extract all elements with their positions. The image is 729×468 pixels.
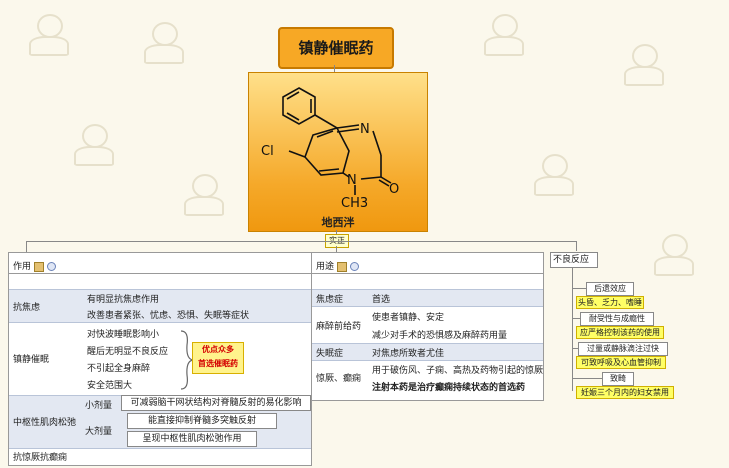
text-pre-1: 使患者镇静、安定 [372, 313, 445, 323]
adverse-item[interactable]: 后遗效应 [586, 282, 634, 296]
small-dose-label: 小剂量 [85, 401, 113, 411]
large-dose-text-1: 能直接抑制脊髓多突触反射 [127, 413, 277, 429]
sedation-item: 安全范围大 [87, 381, 133, 391]
atom-n4: N [360, 122, 370, 137]
cat-anxiety-use: 焦虑症 [316, 295, 344, 305]
row-insomnia [312, 343, 543, 361]
tag-icon[interactable] [337, 261, 348, 272]
watermark-mascot [15, 10, 79, 58]
atom-cl: Cl [261, 144, 274, 159]
adverse-link [572, 288, 586, 289]
text-pre-2: 减少对手术的恐惧感及麻醉药用量 [372, 331, 508, 341]
text-anxiety-1: 有明显抗焦虑作用 [87, 295, 160, 305]
adverse-line [572, 267, 573, 391]
tree-line [336, 246, 337, 252]
row-anxiety [9, 289, 311, 323]
cat-pre-anesthesia: 麻醉前给药 [316, 322, 362, 332]
panel-uses[interactable]: 用途 焦虑症 首选 麻醉前给药 使患者镇静、安定 减少对手术的恐惧感及麻醉药用量… [311, 252, 544, 401]
tag-icon[interactable] [34, 261, 45, 272]
sedation-item: 醒后无明显不良反应 [87, 347, 169, 357]
main-title[interactable]: 镇静催眠药 [278, 27, 394, 69]
diazepam-structure: N Cl N CH3 O [261, 87, 399, 211]
watermark-mascot [130, 18, 194, 66]
tree-line [576, 241, 577, 251]
text-seizure-1: 用于破伤风、子痫、高热及药物引起的惊厥 [372, 366, 544, 376]
cat-sedation: 镇静催眠 [13, 355, 50, 365]
text-anxiety-use: 首选 [372, 295, 391, 305]
tree-line [26, 241, 27, 252]
watermark-mascot [170, 170, 234, 218]
molecule-card[interactable]: N Cl N CH3 O 地西泮 [248, 72, 428, 232]
adverse-item[interactable]: 耐受性与成瘾性 [580, 312, 654, 326]
cat-anxiety: 抗焦虑 [13, 303, 41, 313]
sedation-item: 对快波睡眠影响小 [87, 330, 160, 340]
title-link-line [334, 65, 335, 73]
adverse-note: 可致呼吸及心血管抑制 [576, 356, 666, 369]
small-dose-text: 可减弱脑干网状结构对脊髓反射的易化影响 [121, 395, 311, 411]
adverse-link [572, 348, 578, 349]
large-dose-label: 大剂量 [85, 427, 113, 437]
watermark-mascot [640, 230, 704, 278]
adverse-item[interactable]: 过量或静脉滴注过快 [578, 342, 668, 356]
adverse-item[interactable]: 致畸 [602, 372, 634, 386]
adverse-note: 应严格控制该药的使用 [576, 326, 664, 339]
cat-seizure: 惊厥、癫痫 [316, 374, 362, 384]
adverse-link [572, 318, 580, 319]
expand-icon[interactable] [350, 262, 360, 271]
adverse-note: 妊娠三个月内的妇女禁用 [576, 386, 674, 399]
cat-insomnia: 失眠症 [316, 349, 344, 359]
text-anxiety-2: 改善患者紧张、忧虑、恐惧、失眠等症状 [87, 311, 250, 321]
adverse-header[interactable]: 不良反应 [550, 252, 598, 268]
tree-line [336, 230, 337, 234]
adverse-link [572, 378, 602, 379]
tree-branch-line [26, 241, 576, 242]
cat-convulsion: 抗惊厥抗癫痫 [13, 453, 68, 463]
atom-o: O [389, 182, 399, 197]
atom-ch3: CH3 [341, 196, 368, 211]
panel-effects-header[interactable]: 作用 [13, 259, 57, 272]
note-advantages: 优点众多 首选催眠药 [192, 342, 244, 374]
watermark-mascot [520, 150, 584, 198]
text-insomnia: 对焦虑所致者尤佳 [372, 349, 445, 359]
large-dose-text-2: 呈现中枢性肌肉松弛作用 [127, 431, 257, 447]
watermark-mascot [610, 40, 674, 88]
watermark-mascot [60, 120, 124, 168]
panel-uses-header[interactable]: 用途 [316, 259, 360, 272]
row-anxiety-use [312, 289, 543, 307]
cat-muscle: 中枢性肌肉松弛 [13, 418, 77, 428]
adverse-note: 头昏、乏力、嗜睡 [576, 296, 644, 309]
atom-n1: N [347, 173, 357, 188]
sedation-item: 不引起全身麻醉 [87, 364, 151, 374]
expand-icon[interactable] [47, 262, 57, 271]
text-seizure-2: 注射本药是治疗癫痫持续状态的首选药 [372, 383, 526, 393]
panel-effects[interactable]: 作用 抗焦虑 有明显抗焦虑作用 改善患者紧张、忧虑、恐惧、失眠等症状 镇静催眠 … [8, 252, 312, 466]
molecule-name: 地西泮 [321, 216, 355, 229]
watermark-mascot [470, 10, 534, 58]
